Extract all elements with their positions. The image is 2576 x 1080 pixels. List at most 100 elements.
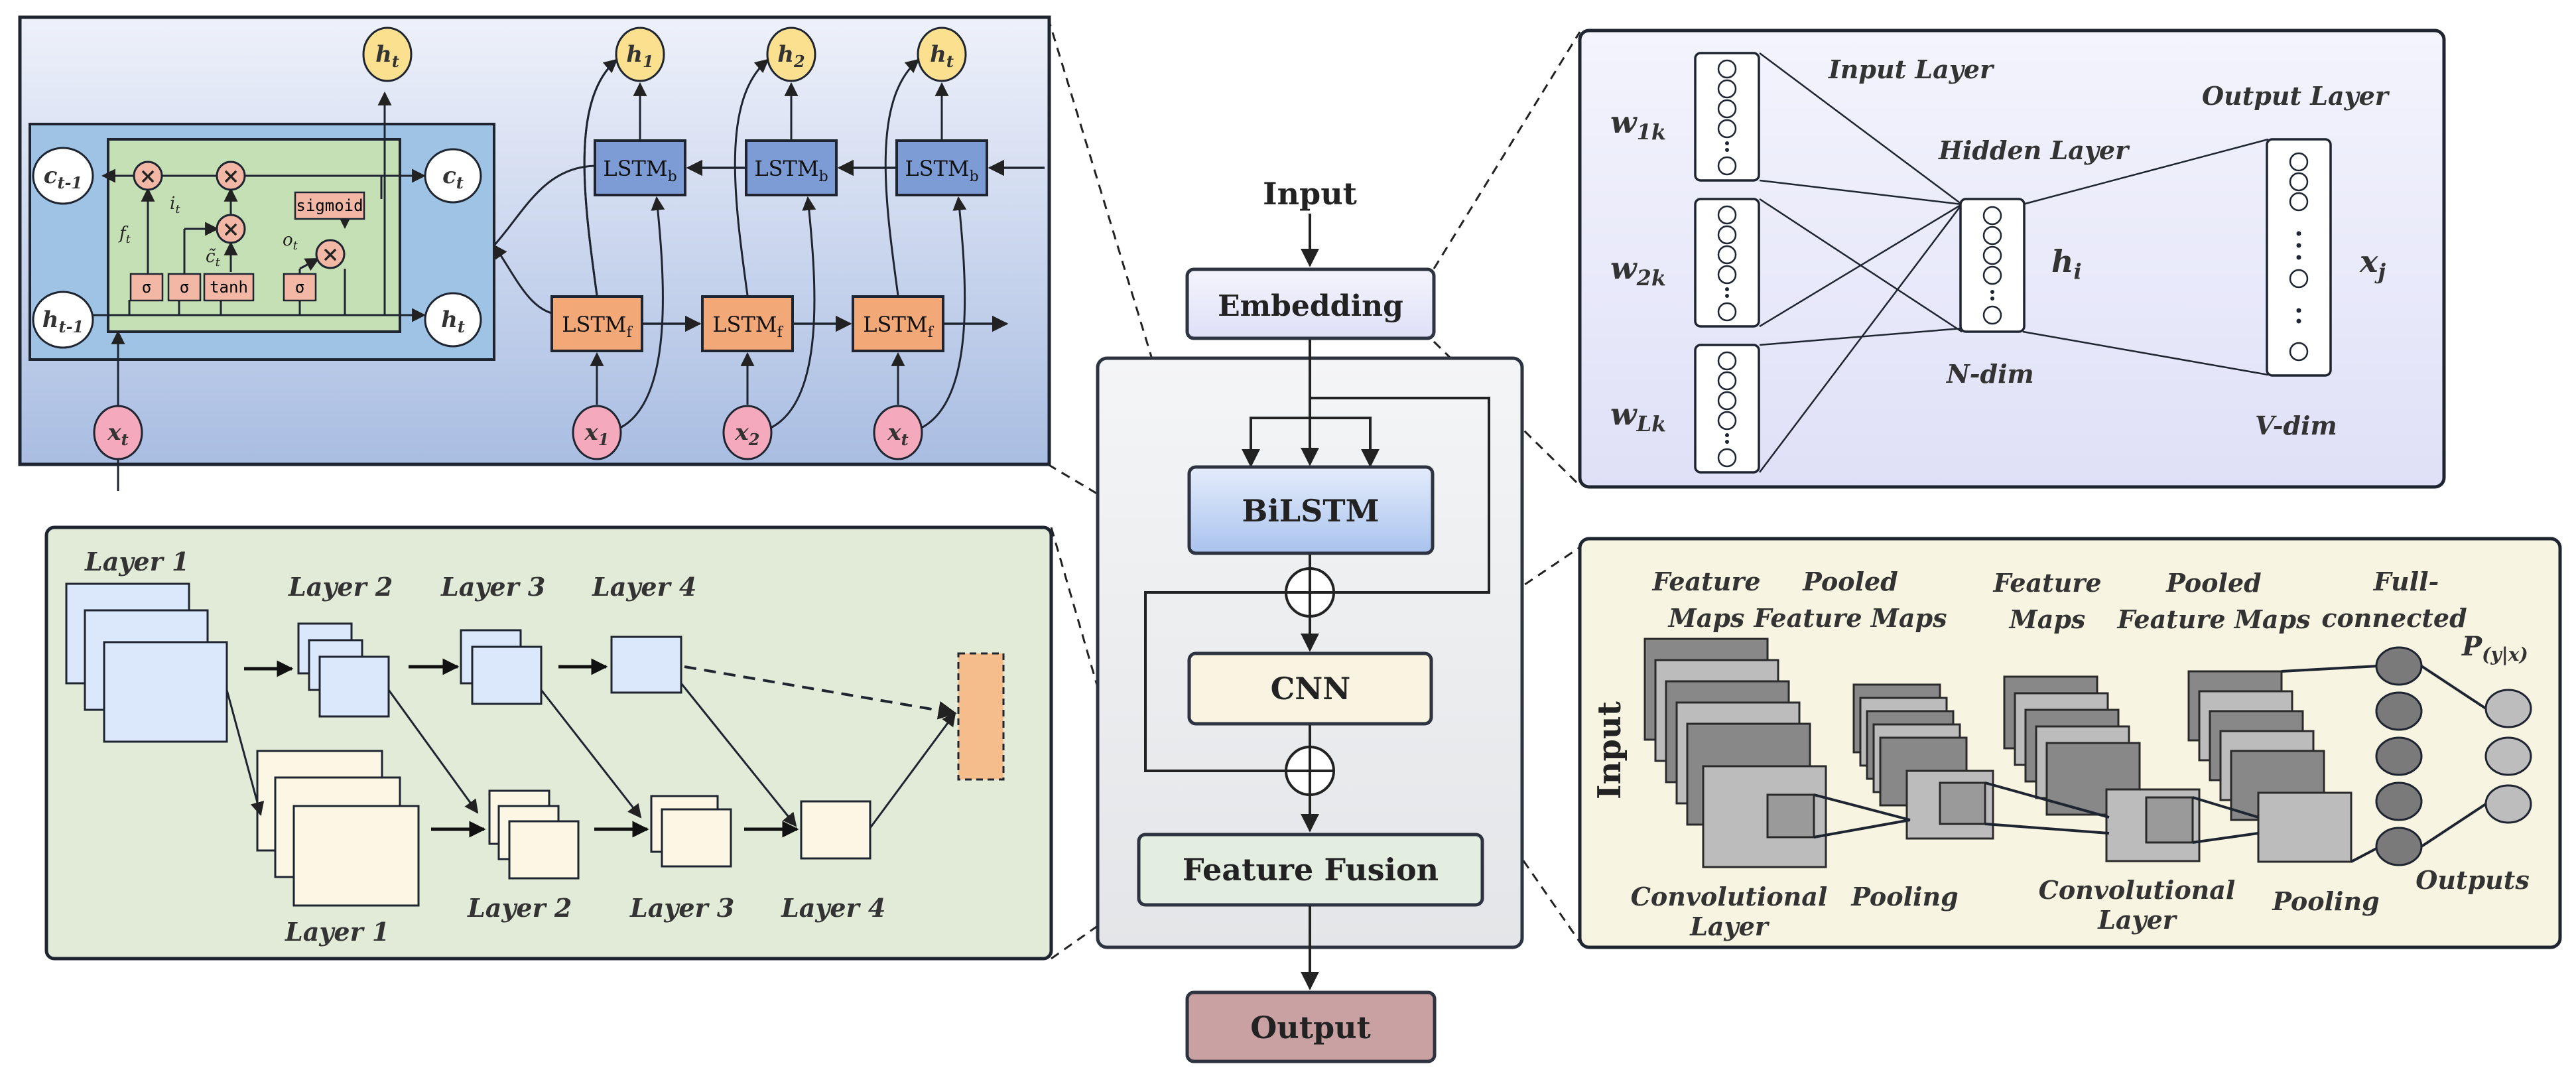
- cnn-box: [1187, 651, 1433, 726]
- fc-neurons: [2375, 646, 2423, 866]
- svg-text:Input Layer: Input Layer: [1828, 54, 1995, 84]
- svg-text:Pooling: Pooling: [1850, 882, 1958, 911]
- svg-text:Convolutional: Convolutional: [1631, 882, 1828, 911]
- svg-text:LSTMb: LSTMb: [754, 156, 828, 185]
- bilstm-label: BiLSTM: [1242, 493, 1379, 529]
- multiply-ops: × × × ×: [133, 161, 346, 269]
- embedding-panel-labels: Input Layer Hidden Layer Output Layer N-…: [1828, 54, 2390, 440]
- svg-text:Layer: Layer: [2097, 905, 2178, 935]
- probability-label: P(y|x): [2461, 631, 2528, 665]
- svg-text:Layer 4: Layer 4: [781, 893, 885, 923]
- svg-text:×: ×: [222, 216, 240, 241]
- svg-text:wLk: wLk: [1610, 396, 1666, 437]
- fused-output-bar: [957, 652, 1005, 781]
- svg-text:xj: xj: [2359, 243, 2386, 284]
- input-neurons: [1717, 59, 1737, 468]
- svg-text:w2k: w2k: [1610, 250, 1666, 291]
- lstm-backward-chain: LSTMb LSTMb LSTMb: [594, 139, 1045, 196]
- svg-text:sigmoid: sigmoid: [296, 196, 363, 215]
- feature-fusion-label: Feature Fusion: [1183, 852, 1439, 888]
- lstm-forward-chain: LSTMf LSTMf LSTMf: [550, 295, 1009, 352]
- svg-text:Outputs: Outputs: [2415, 865, 2529, 895]
- svg-text:V-dim: V-dim: [2255, 411, 2337, 440]
- svg-text:Convolutional: Convolutional: [2039, 875, 2236, 905]
- cnn-footer-labels: Convolutional Layer Pooling Convolutiona…: [1631, 865, 2530, 941]
- word-vector-labels: w1k w2k wLk hi xj: [1610, 104, 2386, 437]
- bilstm-input-nodes: x1 x2 xt: [572, 405, 923, 460]
- svg-text:ht: ht: [930, 41, 954, 71]
- svg-text:LSTMf: LSTMf: [863, 312, 934, 341]
- svg-text:Full-: Full-: [2373, 567, 2439, 596]
- svg-text:Layer 2: Layer 2: [467, 893, 572, 923]
- output-label: Output: [1250, 1010, 1371, 1046]
- svg-text:c̃t: c̃t: [206, 247, 221, 269]
- svg-text:Maps: Maps: [2008, 604, 2086, 634]
- svg-text:connected: connected: [2321, 603, 2467, 633]
- bottom-layer-labels: Layer 1 Layer 2 Layer 3 Layer 4: [285, 893, 885, 947]
- svg-text:xt: xt: [887, 419, 908, 449]
- top-feature-stack: [65, 582, 682, 743]
- svg-text:LSTMb: LSTMb: [905, 156, 978, 185]
- feature-pyramid-panel: Layer 1 Layer 2 Layer 3 Layer 4 Layer 1 …: [44, 525, 1053, 961]
- svg-text:ht: ht: [375, 41, 399, 71]
- lstm-output-node: [362, 27, 413, 82]
- lstm-input-node: [93, 405, 143, 460]
- output-box: [1185, 990, 1437, 1063]
- svg-text:Pooling: Pooling: [2272, 886, 2379, 916]
- svg-text:σ: σ: [142, 278, 151, 297]
- svg-text:xt: xt: [107, 419, 128, 449]
- svg-text:σ: σ: [295, 278, 304, 297]
- embedding-panel: Input Layer Hidden Layer Output Layer N-…: [1578, 29, 2446, 489]
- svg-text:x2: x2: [735, 419, 760, 449]
- svg-text:σ: σ: [180, 278, 189, 297]
- svg-text:Maps: Maps: [1667, 603, 1745, 633]
- svg-text:Pooled: Pooled: [2165, 568, 2261, 598]
- svg-text:h2: h2: [777, 41, 805, 71]
- svg-text:×: ×: [322, 241, 340, 267]
- svg-text:Layer 4: Layer 4: [592, 572, 696, 602]
- svg-text:Feature: Feature: [1992, 568, 2101, 598]
- gate-boxes: σ σ tanh σ sigmoid: [129, 191, 365, 302]
- svg-text:hi: hi: [2051, 243, 2082, 284]
- lstm-panel: × × × × σ σ tanh σ sigmoid ft it c̃t ot: [18, 15, 1051, 491]
- svg-text:LSTMf: LSTMf: [712, 312, 783, 341]
- embedding-box: [1185, 267, 1436, 340]
- svg-text:ot: ot: [283, 230, 298, 253]
- svg-text:Layer 1: Layer 1: [84, 547, 189, 576]
- svg-text:×: ×: [139, 163, 157, 188]
- embedding-label: Embedding: [1218, 289, 1403, 323]
- output-neurons: [2484, 689, 2532, 824]
- svg-text:Pooled: Pooled: [1802, 567, 1898, 596]
- feature-fusion-box: [1137, 833, 1484, 907]
- cell-state-nodes: ct-1 ht-1 ct ht: [32, 147, 482, 349]
- cnn-input-label: Input: [1591, 701, 1628, 799]
- svg-text:Layer: Layer: [1689, 911, 1770, 941]
- svg-text:Layer 1: Layer 1: [285, 917, 389, 947]
- svg-text:ht: ht: [441, 306, 465, 336]
- svg-text:N-dim: N-dim: [1946, 359, 2034, 389]
- cnn-panel: Input Feature Maps Pooled Feature Maps F…: [1578, 537, 2562, 949]
- svg-text:x1: x1: [584, 419, 610, 449]
- pooled-feature-maps-2: [2187, 670, 2352, 863]
- svg-text:ct-1: ct-1: [44, 163, 82, 192]
- svg-text:Output Layer: Output Layer: [2202, 81, 2390, 111]
- svg-text:w1k: w1k: [1610, 104, 1666, 145]
- pooled-feature-maps-1: [1852, 683, 1994, 840]
- conv-feature-maps-1: [1643, 638, 1827, 868]
- svg-text:Feature: Feature: [1651, 567, 1760, 596]
- conv-feature-maps-2: [2003, 675, 2201, 862]
- bilstm-output-nodes: h1 h2 ht: [615, 27, 967, 82]
- cnn-header-labels: Feature Maps Pooled Feature Maps Feature…: [1651, 567, 2467, 634]
- svg-text:×: ×: [222, 163, 240, 188]
- svg-text:tanh: tanh: [210, 278, 248, 297]
- svg-text:Layer 3: Layer 3: [440, 572, 545, 602]
- center-pipeline: Input Embedding BiLSTM CNN Feature: [1096, 176, 1524, 1063]
- svg-text:Layer 3: Layer 3: [629, 893, 734, 923]
- svg-text:Feature Maps: Feature Maps: [1754, 603, 1947, 633]
- fusion-add-icon: [1285, 746, 1335, 796]
- pipeline-input-label: Input: [1263, 176, 1358, 212]
- svg-text:it: it: [170, 194, 180, 216]
- svg-text:Feature Maps: Feature Maps: [2117, 604, 2311, 634]
- hidden-layer-column: [1959, 198, 2026, 333]
